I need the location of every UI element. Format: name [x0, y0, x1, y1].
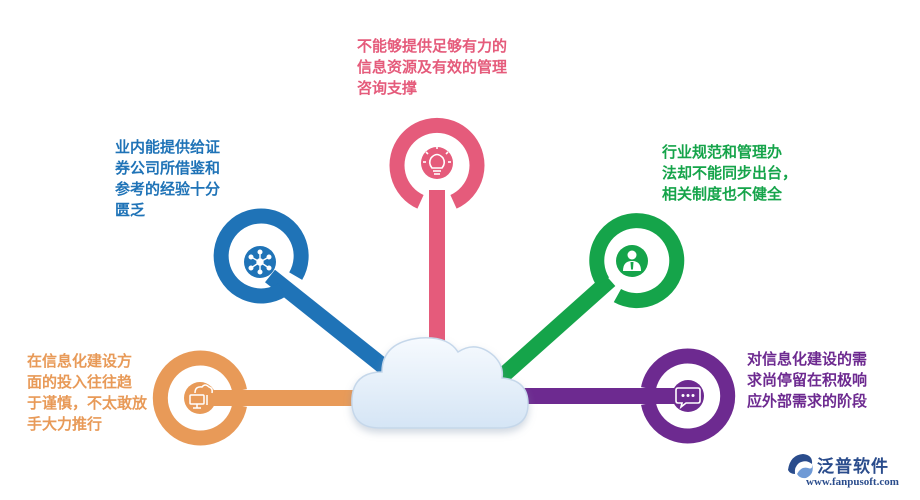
spoke-left [200, 390, 370, 406]
node-upper-right [589, 213, 685, 309]
brand-url: www.fanpusoft.com [806, 476, 899, 488]
central-cloud [351, 337, 529, 429]
node-right [641, 348, 736, 444]
ring-upper-left [213, 208, 309, 304]
cloud-computer-icon [189, 384, 213, 409]
node-upper-left [213, 208, 309, 304]
chat-bubble-icon [675, 387, 701, 410]
network-icon [248, 249, 272, 275]
brand-name: 泛普软件 [817, 457, 889, 477]
spoke-top [429, 190, 445, 350]
ring-top [389, 117, 485, 209]
user-icon [623, 250, 641, 271]
node-top [389, 117, 485, 209]
node-left [152, 350, 247, 446]
spoke-right [505, 388, 680, 404]
ring-upper-right [589, 213, 685, 309]
label-upper-right: 行业规范和管理办 法却不能同步出台， 相关制度也不健全 [662, 143, 798, 203]
label-upper-left: 业内能提供给证 券公司所借鉴和 参考的经验十分 匮乏 [115, 138, 221, 219]
brand-logo-icon [788, 454, 813, 479]
ring-left [152, 350, 247, 446]
spoke-upper-left [265, 269, 393, 377]
label-right: 对信息化建设的需 求尚停留在积极响 应外部需求的阶段 [747, 350, 868, 410]
label-left: 在信息化建设方 面的投入往往趋 于谨慎，不太敢放 手大力推行 [27, 352, 148, 433]
lightbulb-icon [423, 146, 451, 175]
label-top: 不能够提供足够有力的 信息资源及有效的管理 咨询支撑 [357, 37, 508, 97]
ring-right [641, 348, 736, 444]
spokes [200, 190, 680, 406]
spoke-upper-right [492, 274, 616, 386]
